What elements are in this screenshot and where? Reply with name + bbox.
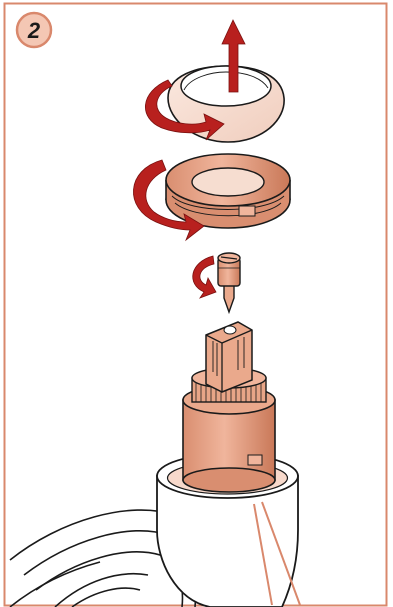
step-badge: 2: [17, 13, 51, 47]
step-number: 2: [27, 18, 41, 43]
